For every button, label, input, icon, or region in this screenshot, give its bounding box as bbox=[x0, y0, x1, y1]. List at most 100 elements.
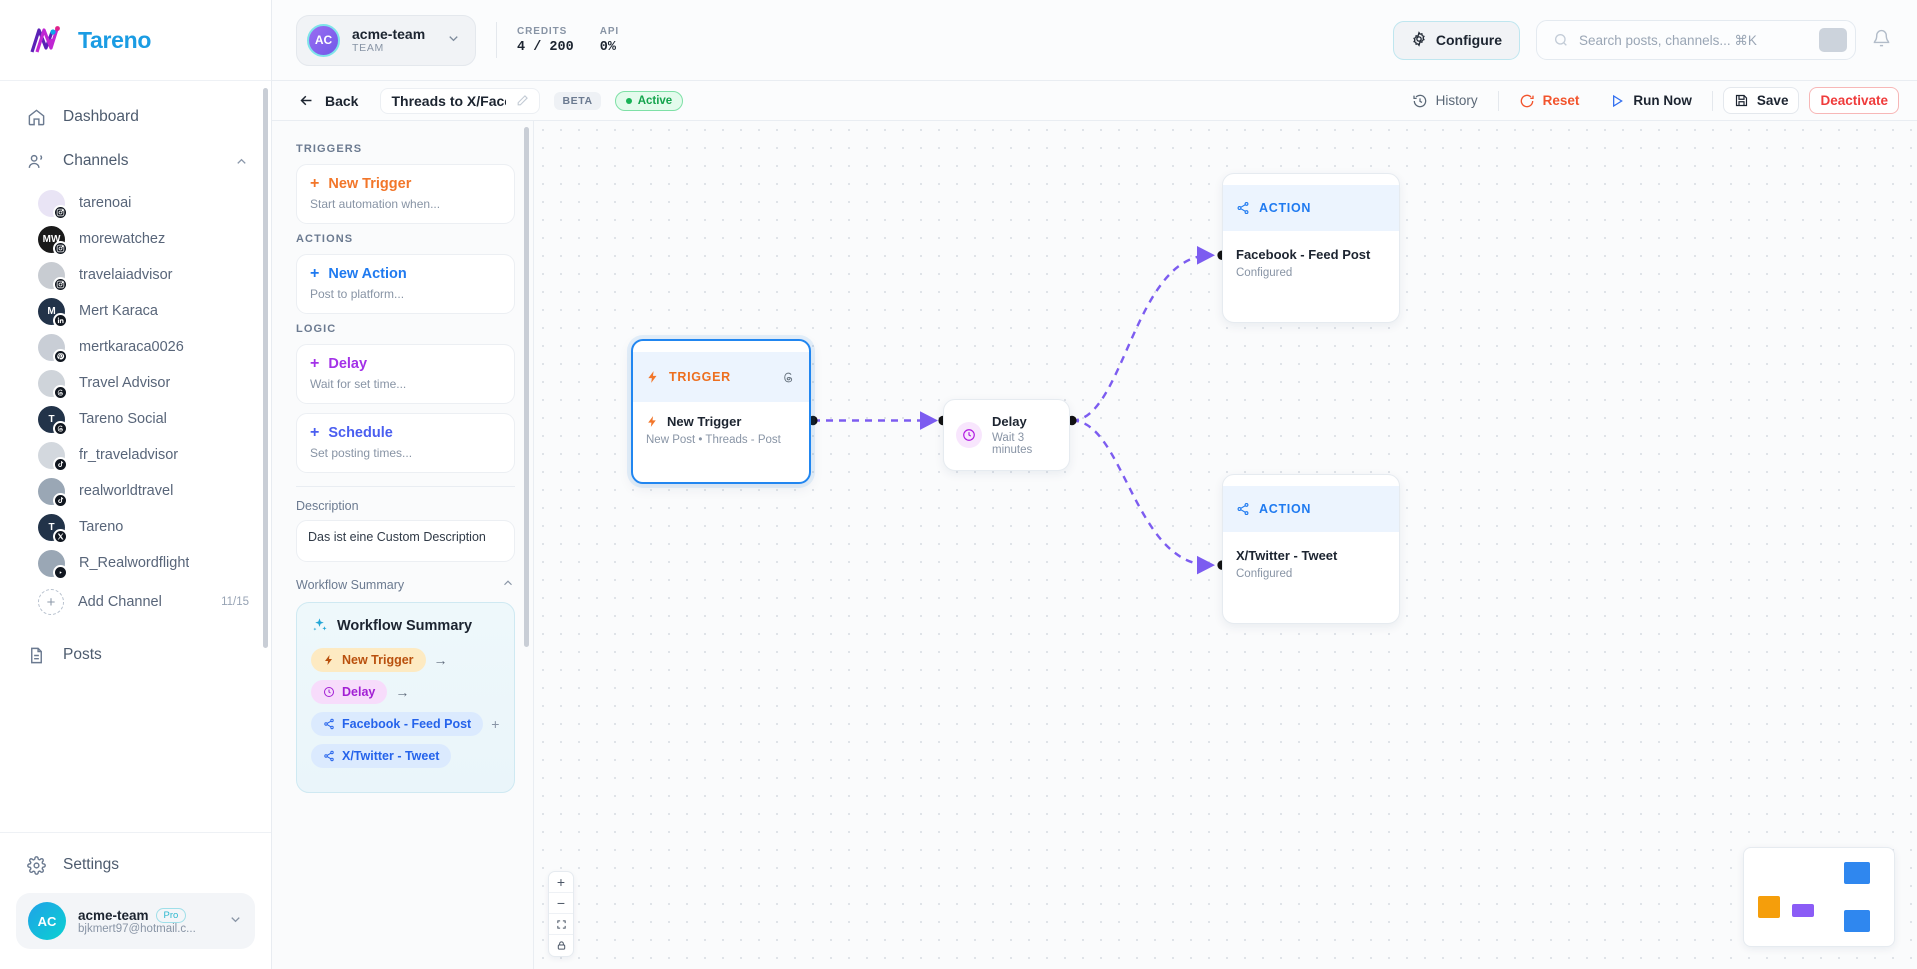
lock-icon[interactable] bbox=[549, 935, 573, 956]
channel-label: Mert Karaca bbox=[79, 303, 158, 319]
palette-card-subtitle: Wait for set time... bbox=[310, 377, 407, 391]
user-name: acme-team bbox=[78, 907, 149, 923]
clock-icon bbox=[956, 422, 982, 448]
plus-icon[interactable]: + bbox=[491, 716, 500, 732]
sidebar-scrollbar[interactable] bbox=[263, 88, 268, 648]
brand[interactable]: Tareno bbox=[0, 0, 271, 81]
team-switcher[interactable]: AC acme-team TEAM bbox=[296, 14, 476, 66]
chevron-down-icon[interactable] bbox=[446, 31, 461, 49]
plus-icon: + bbox=[310, 175, 320, 192]
summary-card-title: Workflow Summary bbox=[337, 617, 473, 634]
metric-value: 0% bbox=[599, 39, 616, 55]
add-channel-button[interactable]: + Add Channel 11/15 bbox=[0, 581, 271, 623]
team-type: TEAM bbox=[352, 42, 384, 55]
divider bbox=[1497, 90, 1499, 111]
topbar-right: Configure bbox=[1392, 20, 1891, 60]
sidebar-channel-item[interactable]: R_Realwordflight bbox=[0, 545, 271, 581]
plus-icon: + bbox=[310, 424, 320, 441]
canvas-minimap[interactable] bbox=[1743, 847, 1895, 947]
reset-button[interactable]: Reset bbox=[1509, 88, 1590, 114]
chevron-down-icon[interactable] bbox=[228, 912, 243, 930]
pencil-icon[interactable] bbox=[516, 94, 529, 107]
workflow-summary-card: Workflow Summary New Trigger→Delay→Faceb… bbox=[296, 602, 515, 793]
palette-section-title: ACTIONS bbox=[296, 233, 354, 245]
save-button[interactable]: Save bbox=[1722, 87, 1800, 114]
chevron-up-icon[interactable] bbox=[234, 154, 249, 169]
sidebar-channel-item[interactable]: realworldtravel bbox=[0, 473, 271, 509]
threads-icon bbox=[53, 420, 68, 436]
workflow-title: Threads to X/Facebo bbox=[391, 92, 506, 109]
clock-icon bbox=[323, 686, 335, 698]
run-now-button[interactable]: Run Now bbox=[1599, 88, 1702, 114]
summary-header[interactable]: Workflow Summary bbox=[296, 576, 515, 593]
zoom-in-icon[interactable]: + bbox=[549, 872, 573, 893]
sidebar-channel-item[interactable]: travelaiadvisor bbox=[0, 257, 271, 293]
delay-node-text: Delay Wait 3 minutes bbox=[992, 414, 1057, 456]
palette-section-title: TRIGGERS bbox=[296, 143, 363, 155]
search-input[interactable] bbox=[1579, 32, 1809, 48]
bolt-icon bbox=[646, 370, 660, 384]
deactivate-button[interactable]: Deactivate bbox=[1809, 87, 1899, 114]
summary-chip[interactable]: New Trigger bbox=[311, 648, 426, 672]
sidebar-item-settings[interactable]: Settings bbox=[0, 843, 271, 887]
sidebar-item-channels[interactable]: Channels bbox=[0, 139, 271, 183]
summary-label: Workflow Summary bbox=[296, 577, 405, 592]
history-label: History bbox=[1435, 93, 1478, 108]
sidebar-item-label: Posts bbox=[63, 646, 102, 663]
bell-icon[interactable] bbox=[1872, 29, 1891, 51]
sidebar-item-label: Channels bbox=[63, 152, 129, 169]
user-email: bjkmert97@hotmail.c... bbox=[78, 922, 196, 935]
history-button[interactable]: History bbox=[1402, 88, 1488, 114]
avatar bbox=[38, 441, 68, 472]
sidebar-item-dashboard[interactable]: Dashboard bbox=[0, 95, 271, 139]
sidebar-channel-item[interactable]: tarenoai bbox=[0, 185, 271, 221]
user-account-card[interactable]: AC acme-team Pro bjkmert97@hotmail.c... bbox=[16, 893, 255, 949]
fit-view-icon[interactable] bbox=[549, 914, 573, 935]
action-node-header: ACTION bbox=[1223, 486, 1399, 532]
summary-chip-label: New Trigger bbox=[342, 653, 414, 667]
workflow-title-field[interactable]: Threads to X/Facebo bbox=[380, 87, 541, 114]
divider bbox=[296, 486, 515, 487]
delay-node[interactable]: Delay Wait 3 minutes bbox=[943, 399, 1070, 471]
channel-label: R_Realwordflight bbox=[79, 555, 190, 571]
sidebar-item-posts[interactable]: Posts bbox=[0, 633, 271, 677]
sidebar-item-label: Dashboard bbox=[63, 108, 139, 125]
user-meta: acme-team Pro bjkmert97@hotmail.c... bbox=[78, 907, 196, 935]
palette-section-title: LOGIC bbox=[296, 323, 337, 335]
configure-button[interactable]: Configure bbox=[1392, 20, 1520, 60]
summary-chip[interactable]: Delay bbox=[311, 680, 388, 704]
sidebar-channel-item[interactable]: fr_traveladvisor bbox=[0, 437, 271, 473]
search-box[interactable] bbox=[1536, 20, 1856, 60]
summary-chip[interactable]: Facebook - Feed Post bbox=[311, 712, 484, 736]
action-node-twitter[interactable]: ACTION X/Twitter - Tweet Configured bbox=[1222, 474, 1400, 624]
left-panel-scrollbar[interactable] bbox=[524, 127, 529, 647]
zoom-out-icon[interactable]: − bbox=[549, 893, 573, 914]
summary-chip[interactable]: X/Twitter - Tweet bbox=[311, 744, 452, 768]
action-node-subtitle: Configured bbox=[1236, 267, 1293, 279]
trigger-node-subtitle: New Post • Threads - Post bbox=[646, 434, 781, 446]
instagram-icon bbox=[53, 204, 68, 220]
action-node-facebook[interactable]: ACTION Facebook - Feed Post Configured bbox=[1222, 173, 1400, 323]
sidebar-channel-item[interactable]: mertkaraca0026 bbox=[0, 329, 271, 365]
palette-card-subtitle: Set posting times... bbox=[310, 446, 413, 460]
chevron-up-icon[interactable] bbox=[501, 576, 515, 593]
workflow-canvas[interactable]: TRIGGER New Trigger New Post • Threads bbox=[534, 121, 1917, 969]
team-name: acme-team bbox=[352, 25, 426, 42]
description-input[interactable]: Das ist eine Custom Description bbox=[296, 520, 515, 562]
sidebar-channel-item[interactable]: Travel Advisor bbox=[0, 365, 271, 401]
back-button[interactable]: Back bbox=[290, 88, 366, 113]
deactivate-label: Deactivate bbox=[1820, 93, 1888, 108]
trigger-node-title-row: New Trigger bbox=[646, 414, 796, 429]
play-icon bbox=[1609, 93, 1625, 109]
trigger-node[interactable]: TRIGGER New Trigger New Post • Threads bbox=[631, 339, 811, 484]
